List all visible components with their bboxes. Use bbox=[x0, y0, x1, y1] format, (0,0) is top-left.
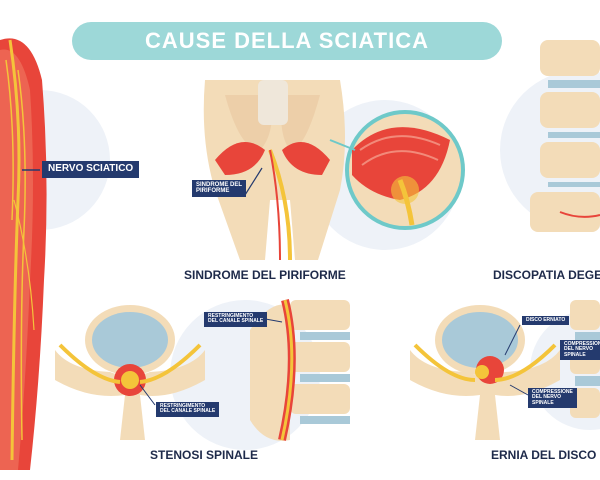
pelvis-illustration bbox=[203, 80, 345, 261]
caption-piriformis: SINDROME DEL PIRIFORME bbox=[184, 268, 346, 282]
stenosis-tag-bottom: RESTRINGIMENTO DEL CANALE SPINALE bbox=[156, 402, 220, 417]
nerve-label: NERVO SCIATICO bbox=[42, 161, 140, 178]
compression-tag-2: COMPRESSIONE DEL NERVO SPINALE bbox=[528, 388, 577, 408]
stenosis-spine-side bbox=[250, 299, 350, 441]
stenosis-tag-top: RESTRINGIMENTO DEL CANALE SPINALE bbox=[204, 312, 268, 327]
hernia-cross-section bbox=[410, 305, 560, 440]
title-banner: CAUSE DELLA SCIATICA bbox=[72, 22, 502, 60]
caption-hernia: ERNIA DEL DISCO bbox=[491, 448, 597, 462]
piriformis-zoom bbox=[329, 110, 465, 230]
herniated-disc-tag: DISCO ERNIATO bbox=[522, 316, 570, 326]
page-title: CAUSE DELLA SCIATICA bbox=[145, 28, 429, 53]
caption-degenerative: DISCOPATIA DEGE bbox=[493, 268, 600, 282]
compression-tag-1: COMPRESSIONE DEL NERVO SPINALE bbox=[560, 340, 600, 360]
caption-stenosis: STENOSI SPINALE bbox=[150, 448, 259, 462]
stenosis-cross-section bbox=[55, 305, 205, 440]
piriformis-tag: SINDROME DEL PIRIFORME bbox=[192, 180, 247, 197]
leg-illustration bbox=[0, 38, 47, 470]
degenerative-spine-illustration bbox=[530, 40, 600, 232]
